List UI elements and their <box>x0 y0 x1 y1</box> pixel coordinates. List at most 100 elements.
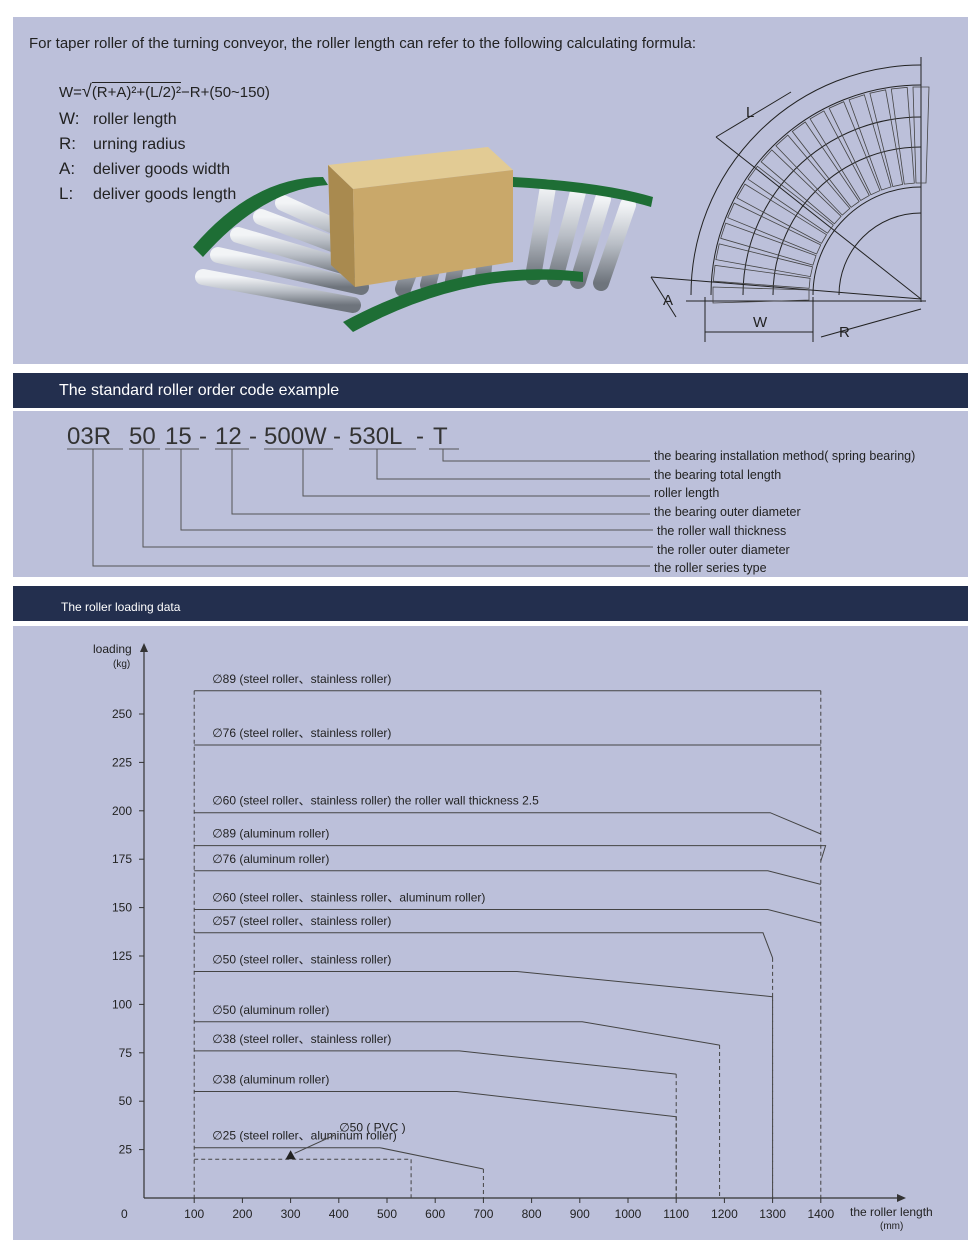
conveyor-right-frame <box>513 177 653 207</box>
x-tick-label: 1400 <box>807 1207 834 1221</box>
series-label: ∅89 (aluminum roller) <box>212 827 329 841</box>
series-line <box>194 845 827 862</box>
legend-symbol: R: <box>59 134 76 153</box>
chart-marks: ∅89 (steel roller、stainless roller) ∅76 (… <box>193 672 827 1198</box>
code-series: 03R <box>67 423 111 450</box>
diagram-roller <box>869 89 904 187</box>
x-tick-label: 500 <box>377 1207 397 1221</box>
y-axis-label: loading <box>93 642 132 656</box>
y-tick-label: 75 <box>119 1046 133 1060</box>
series-label: ∅89 (steel roller、stainless roller) <box>212 672 391 686</box>
code-desc: the bearing installation method( spring … <box>654 449 915 463</box>
formula-panel: For taper roller of the turning conveyor… <box>13 17 968 364</box>
series-label: ∅60 (steel roller、stainless roller) the … <box>212 794 539 808</box>
x-tick-label: 1200 <box>711 1207 738 1221</box>
series-line <box>194 870 821 885</box>
diagram-roller <box>720 222 817 266</box>
roller <box>547 184 586 287</box>
y-tick-label: 50 <box>119 1094 133 1108</box>
series-label: ∅50 (aluminum roller) <box>212 1003 329 1017</box>
diagram-roller <box>747 165 834 234</box>
y-tick-label: 150 <box>112 901 132 915</box>
series-label: ∅57 (steel roller、stainless roller) <box>212 914 391 928</box>
order-code-descriptions: the bearing installation method( spring … <box>654 449 915 575</box>
x-tick-label: 200 <box>232 1207 252 1221</box>
diagram-roller <box>760 149 842 225</box>
x-axis-arrow-icon <box>897 1194 906 1202</box>
series-label: ∅60 (steel roller、stainless roller、alumi… <box>212 891 485 905</box>
order-code-segments: 03R 50 15 - 12 - 500W - 530L - T <box>67 423 448 450</box>
conveyor-inner-frame <box>343 269 583 332</box>
series-label: ∅76 (steel roller、stainless roller) <box>212 726 391 740</box>
diagram-roller <box>809 110 870 202</box>
code-separator: - <box>333 423 341 450</box>
code-bearing-outer: 12 <box>215 423 242 450</box>
formula: W=√(R+A)²+(L/2)²−R+(50~150) <box>59 81 270 102</box>
loading-chart-panel: loading (kg) the roller length (mm) 0 25… <box>13 626 968 1240</box>
diagram-label-r: R <box>839 324 850 341</box>
conveyor-outer-frame <box>193 177 328 257</box>
outer-arc <box>690 64 922 296</box>
x-tick-label: 300 <box>281 1207 301 1221</box>
roller <box>593 197 636 291</box>
diagram-label-l: L <box>746 104 754 121</box>
code-desc: the roller wall thickness <box>657 524 786 538</box>
x-tick-label: 600 <box>425 1207 445 1221</box>
series-line <box>194 971 773 998</box>
roller <box>570 191 611 289</box>
loading-title: The roller loading data <box>61 600 181 614</box>
diagram-label-w: W <box>753 314 768 331</box>
x-tick-label: 800 <box>522 1207 542 1221</box>
series-line <box>194 1050 677 1075</box>
series-line <box>194 909 821 924</box>
diagram-roller <box>727 202 822 255</box>
code-bearing-total: 530L <box>349 423 402 450</box>
code-separator: - <box>199 423 207 450</box>
sqrt-icon: √ <box>81 81 92 101</box>
loading-chart: loading (kg) the roller length (mm) 0 25… <box>93 642 933 1232</box>
diagram-roller <box>775 134 851 216</box>
diagram-roller <box>712 264 811 289</box>
series-line <box>194 932 774 959</box>
series-label: ∅25 (steel roller、aluminum roller) <box>212 1129 397 1143</box>
diagram-roller <box>828 101 881 196</box>
diagram-label-a: A <box>663 292 673 309</box>
roller <box>210 247 369 295</box>
diagram-roller <box>912 86 930 184</box>
x-tick-label: 900 <box>570 1207 590 1221</box>
legend-symbol: W: <box>59 109 80 128</box>
legend-meaning: urning radius <box>93 136 186 153</box>
x-tick-label: 400 <box>329 1207 349 1221</box>
legend-meaning: deliver goods width <box>93 161 230 178</box>
legend-meaning: deliver goods length <box>93 186 237 203</box>
series-label: ∅76 (aluminum roller) <box>212 852 329 866</box>
diagram-roller <box>890 86 915 185</box>
series-label: ∅50 ( PVC ) <box>339 1120 405 1134</box>
diagram-roller <box>736 183 828 244</box>
order-code-diagram: 03R 50 15 - 12 - 500W - 530L - T the <box>67 423 915 575</box>
y-axis-arrow-icon <box>140 643 148 652</box>
x-tick-label: 100 <box>184 1207 204 1221</box>
y-tick-label: 125 <box>112 949 132 963</box>
series-line <box>194 812 821 835</box>
code-wall-thickness: 15 <box>165 423 192 450</box>
diagram-rollers <box>712 86 930 304</box>
code-separator: - <box>416 423 424 450</box>
x-tick-label: 1300 <box>759 1207 786 1221</box>
formula-intro: For taper roller of the turning conveyor… <box>29 35 697 52</box>
origin-label: 0 <box>121 1207 128 1221</box>
code-install-method: T <box>433 423 448 450</box>
loading-header: The roller loading data <box>13 586 968 621</box>
legend-row: L:deliver goods length <box>59 184 236 209</box>
diagram-roller <box>715 243 813 278</box>
legend-symbol: A: <box>59 159 76 178</box>
pvc-marker-icon <box>285 1150 296 1160</box>
series-label: ∅50 (steel roller、stainless roller) <box>212 952 391 966</box>
series-line <box>194 1091 677 1118</box>
roller <box>195 269 361 313</box>
series-line <box>194 1021 720 1046</box>
y-tick-label: 225 <box>112 755 132 769</box>
y-tick-label: 100 <box>112 997 132 1011</box>
y-tick-label: 200 <box>112 804 132 818</box>
